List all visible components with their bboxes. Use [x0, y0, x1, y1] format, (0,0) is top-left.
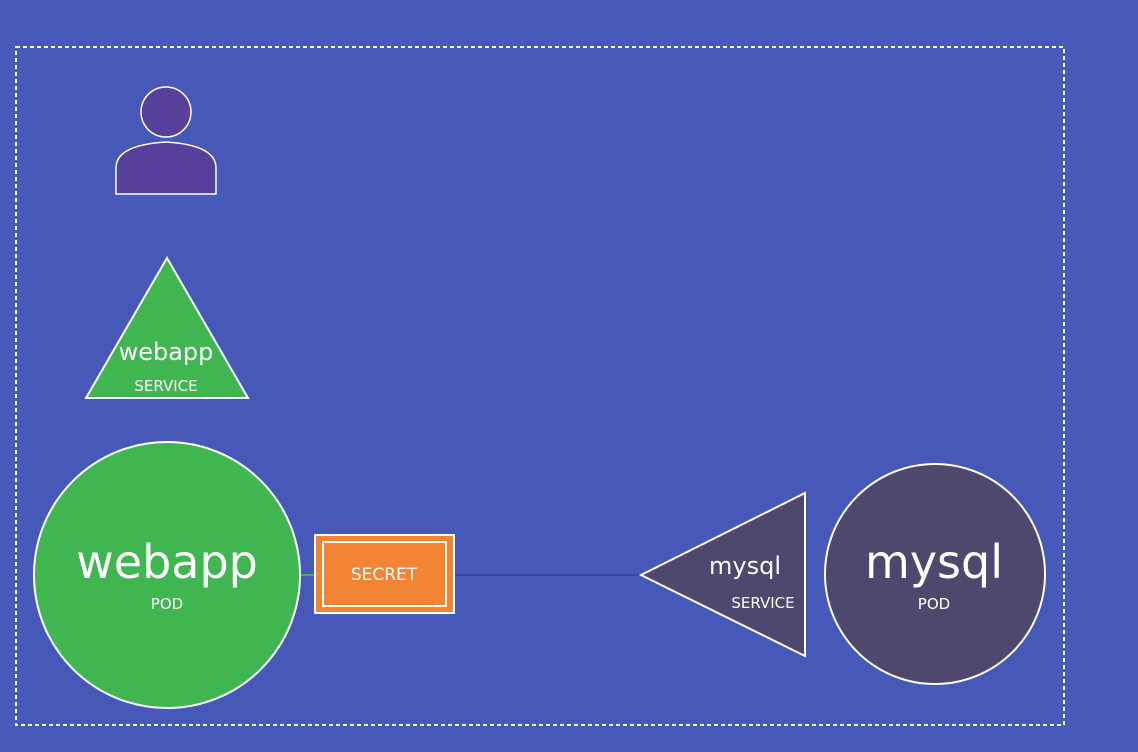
webapp-pod-type: POD [150, 595, 184, 613]
user-icon [115, 86, 217, 195]
webapp-pod-name: webapp [76, 535, 258, 589]
webapp-service-type: SERVICE [134, 377, 198, 395]
cluster-boundary [15, 46, 1065, 726]
mysql-service-type: SERVICE [731, 594, 795, 612]
webapp-service-name: webapp [118, 338, 214, 366]
webapp-pod-shape[interactable] [33, 441, 301, 709]
mysql-pod-type: POD [917, 595, 951, 613]
mysql-pod-shape[interactable] [824, 463, 1046, 685]
mysql-pod-name: mysql [865, 535, 1003, 589]
mysql-service-name: mysql [709, 552, 781, 580]
webapp-service-shape[interactable] [84, 256, 250, 399]
secret-label: SECRET [350, 565, 418, 585]
secret-box[interactable] [314, 534, 455, 614]
mysql-service-shape[interactable] [638, 491, 806, 658]
